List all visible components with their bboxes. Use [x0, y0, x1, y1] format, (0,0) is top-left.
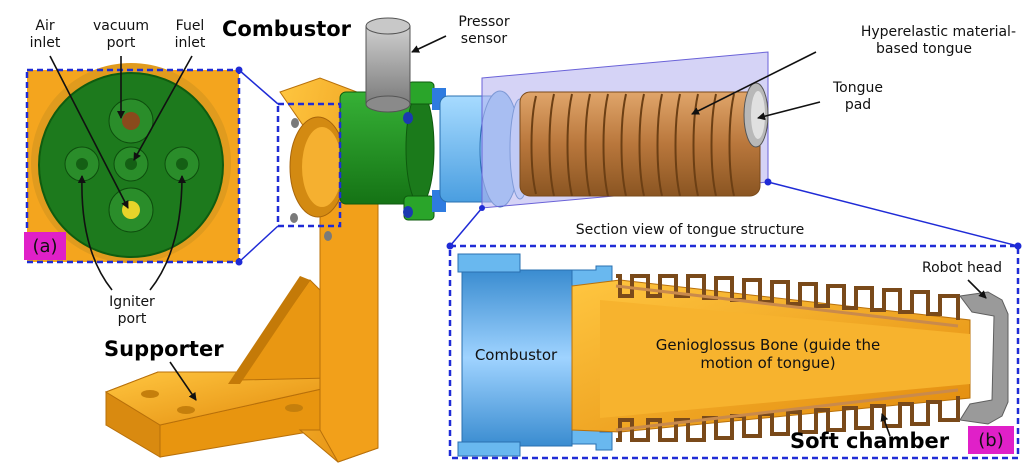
inset-a-frame: [25, 68, 241, 264]
label-fuel-inlet-1: Fuel: [176, 18, 205, 34]
section-connector: [767, 181, 1019, 247]
plane-corner: [479, 205, 485, 211]
pointer-arrows: [49, 35, 987, 437]
label-pressor-sensor-2: sensor: [461, 31, 508, 47]
label-air-inlet-1: Air: [35, 18, 54, 34]
inset-a: [27, 63, 239, 263]
label-pressor-sensor-1: Pressor: [458, 14, 509, 30]
tongue-assembly: [519, 82, 769, 197]
label-combustor-title: Combustor: [222, 17, 352, 41]
label-genioglossus-1: Genioglossus Bone (guide the: [656, 336, 880, 354]
label-tongue-pad-1: Tongue: [832, 80, 883, 96]
label-tongue-1: Hyperelastic material-: [861, 24, 1016, 40]
plane-corner: [764, 178, 772, 186]
label-igniter-port-2: port: [118, 311, 147, 327]
label-soft-chamber: Soft chamber: [790, 429, 950, 453]
label-supporter: Supporter: [104, 337, 224, 361]
inset-b: [457, 253, 1009, 457]
label-tongue-pad-2: pad: [845, 97, 871, 113]
label-robot-head: Robot head: [922, 260, 1002, 276]
label-vacuum-port-2: port: [107, 35, 136, 51]
label-combustor-inner: Combustor: [475, 346, 558, 364]
label-igniter-port-1: Igniter: [109, 294, 155, 310]
label-section-view: Section view of tongue structure: [576, 222, 804, 238]
label-vacuum-port-1: vacuum: [93, 18, 149, 34]
label-fuel-inlet-2: inlet: [175, 35, 206, 51]
panel-b-tag: [968, 426, 1014, 454]
zoom-connector: [238, 69, 279, 105]
label-genioglossus-2: motion of tongue): [700, 354, 835, 372]
zoom-connector: [238, 225, 279, 263]
panel-a-label: (a): [32, 236, 57, 257]
panel-b-label: (b): [978, 430, 1003, 451]
label-tongue-2: based tongue: [876, 41, 972, 57]
label-air-inlet-2: inlet: [30, 35, 61, 51]
zoom-box-a: [276, 102, 342, 228]
inset-b-frame: [448, 244, 1020, 460]
panel-a-tag: [24, 232, 66, 260]
pressor-sensor-cylinder: [365, 17, 411, 113]
section-connector: [449, 207, 483, 247]
